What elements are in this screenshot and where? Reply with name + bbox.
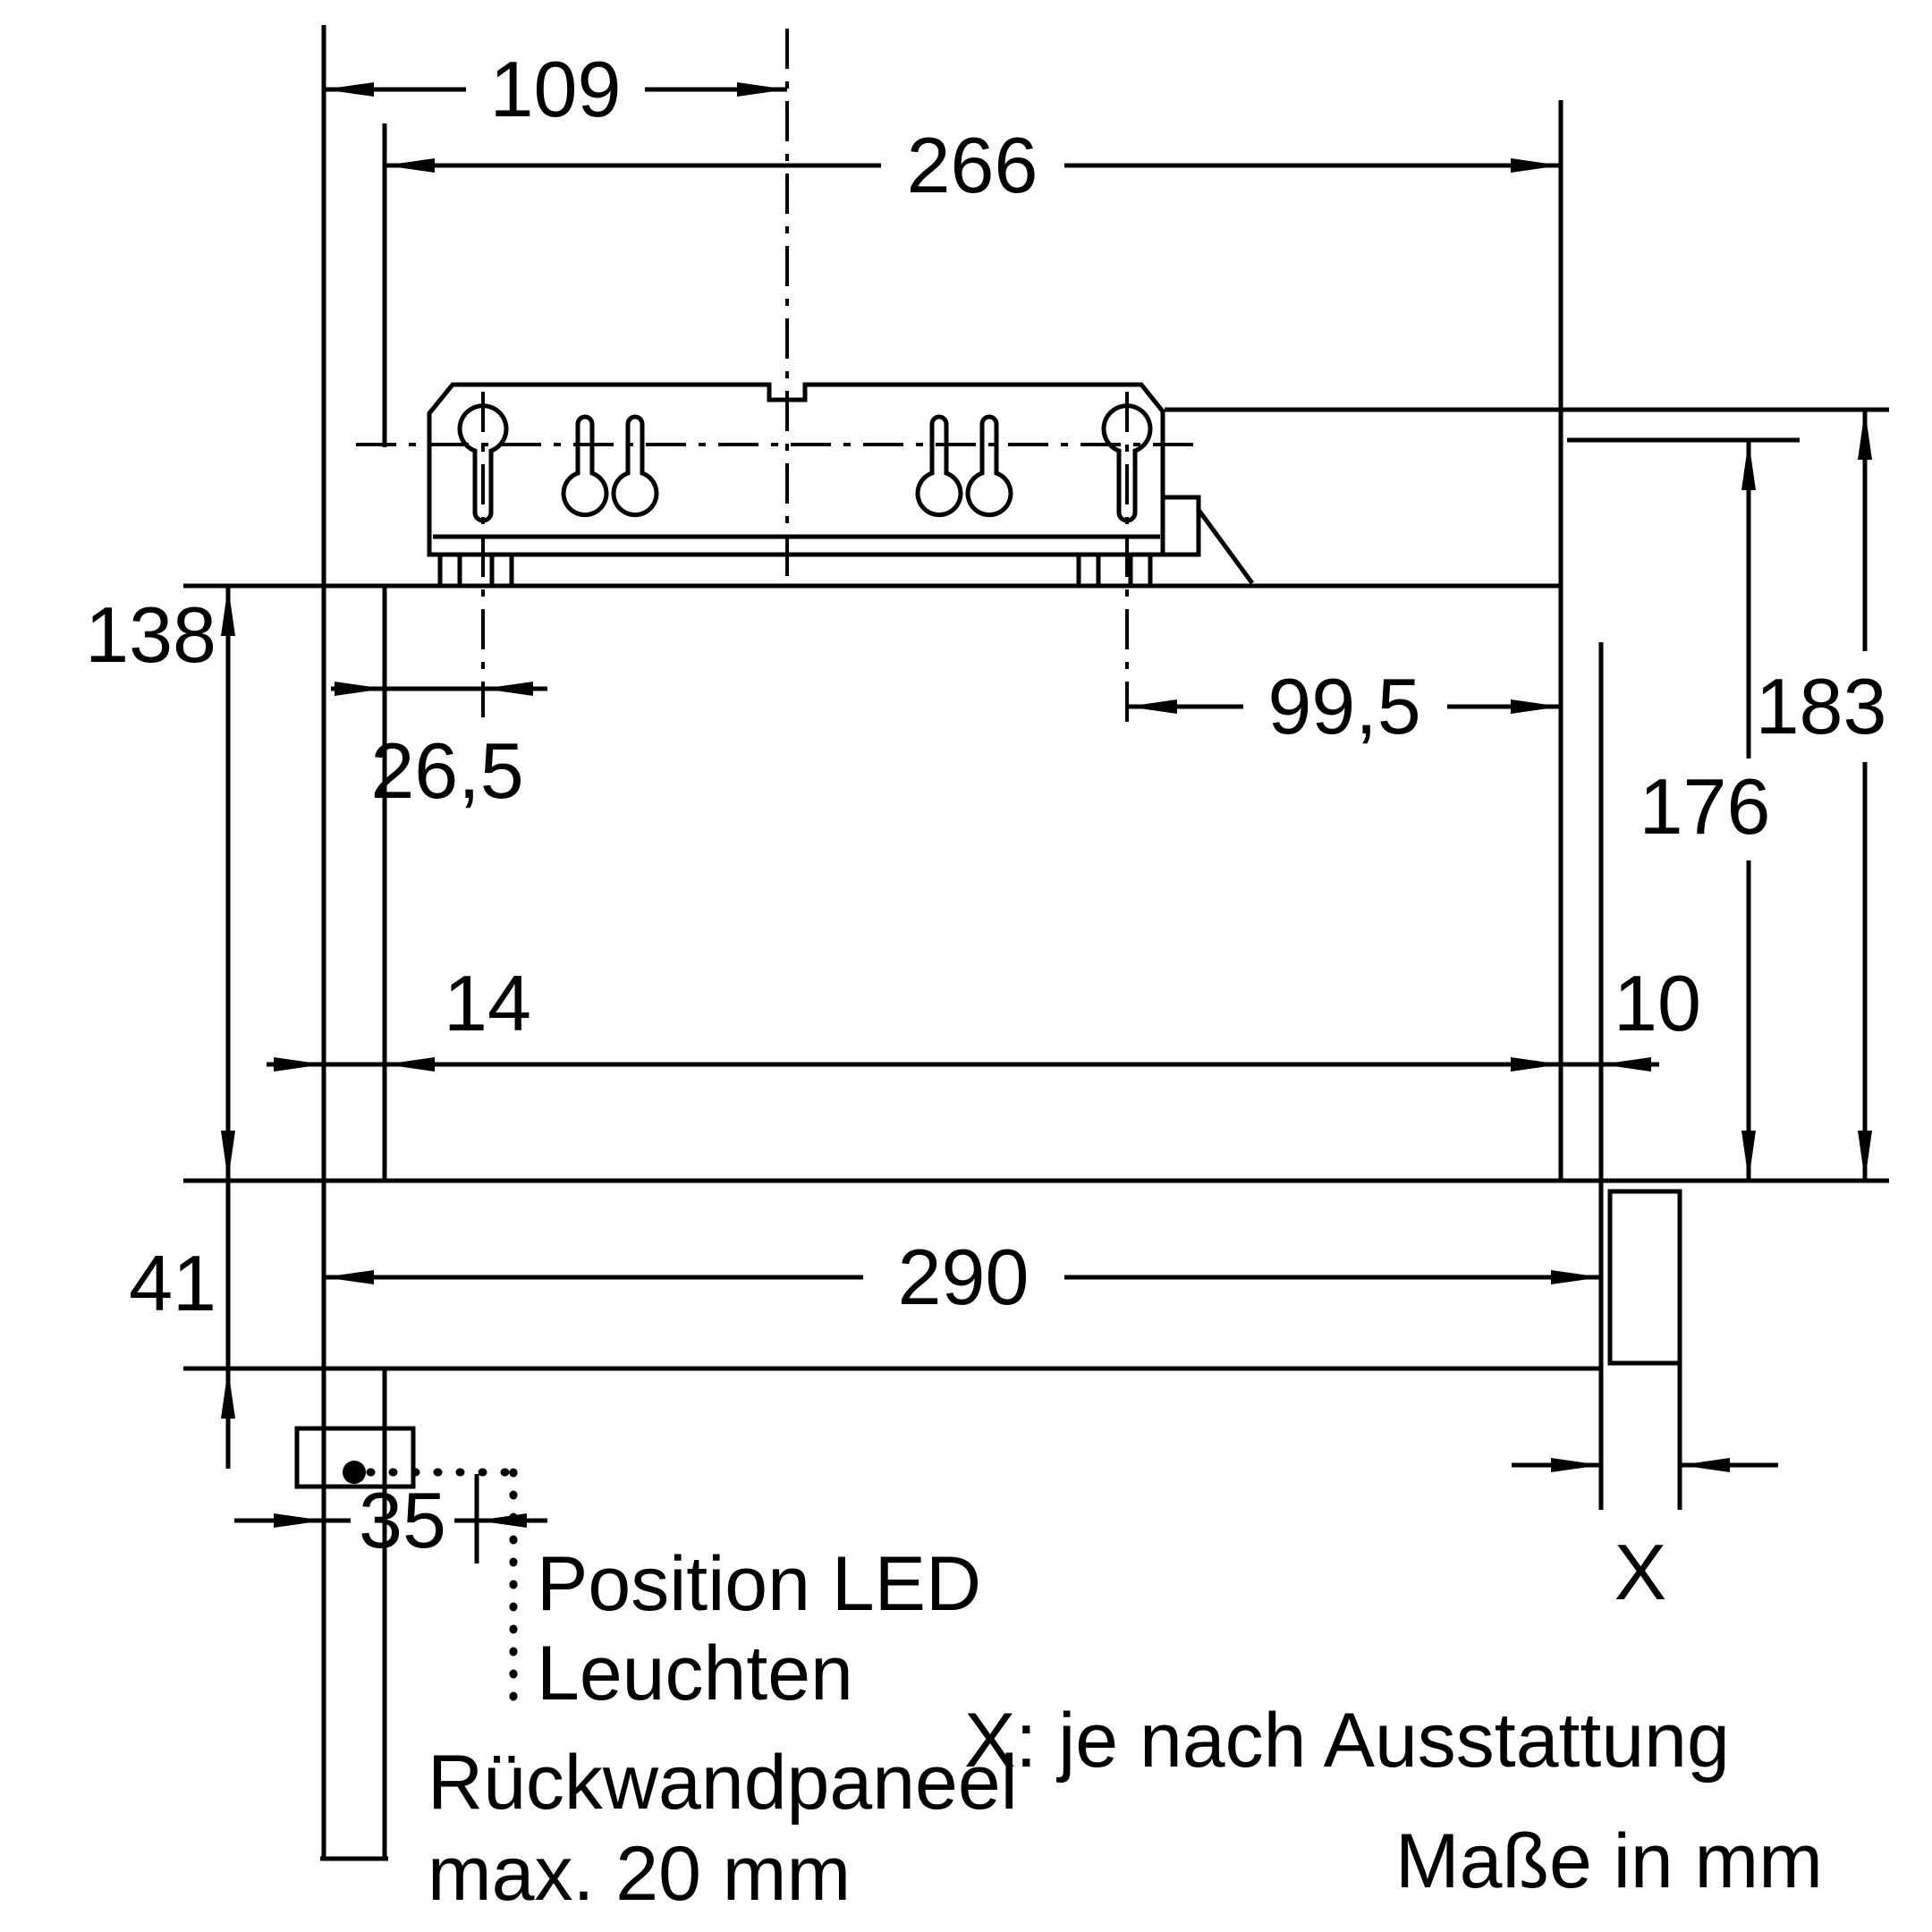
dim-value-10: 10 xyxy=(1614,959,1701,1047)
dim-176: 176 xyxy=(1640,440,1771,1181)
keyhole-icon xyxy=(561,414,609,518)
keyhole-icon xyxy=(457,403,509,523)
rear-panel-label-line2: max. 20 mm xyxy=(428,1831,851,1917)
dim-138: 138 xyxy=(85,586,235,1181)
mounting-bracket xyxy=(427,382,1255,589)
center-lines xyxy=(356,29,1206,732)
bracket-side-tab xyxy=(1160,495,1201,557)
x-module-box xyxy=(1607,1189,1682,1366)
dim-value-183: 183 xyxy=(1756,662,1887,750)
led-position xyxy=(294,1426,518,1709)
dim-41: 41 xyxy=(129,1181,235,1469)
dim-290: 290 xyxy=(324,1233,1601,1321)
dim-35: 35 xyxy=(234,1474,547,1564)
bracket-foot xyxy=(1076,552,1101,589)
rear-panel-label-line1: Rückwandpaneel xyxy=(428,1740,1018,1826)
led-label-line1: Position LED xyxy=(537,1541,981,1627)
bracket-foot xyxy=(489,552,514,589)
led-dot xyxy=(343,1461,366,1484)
bracket-outline xyxy=(427,382,1165,557)
keyhole-icon xyxy=(915,414,963,518)
bracket-foot xyxy=(1128,552,1153,589)
dim-99-5: 99,5 xyxy=(1127,662,1561,750)
dim-value-176: 176 xyxy=(1640,762,1771,851)
bracket-foot xyxy=(437,552,462,589)
dim-x: X xyxy=(1512,1458,1778,1616)
dim-183: 183 xyxy=(1756,410,1887,1181)
dim-266: 266 xyxy=(385,121,1561,209)
units-label: Maße in mm xyxy=(1395,1818,1823,1904)
dim-14-and-10: 14 10 xyxy=(267,959,1701,1072)
led-label-line2: Leuchten xyxy=(537,1631,853,1716)
dim-26-5: 26,5 xyxy=(331,682,547,815)
dim-value-35: 35 xyxy=(359,1476,446,1564)
dim-value-x: X xyxy=(1614,1528,1667,1616)
dim-value-290: 290 xyxy=(898,1233,1030,1321)
dim-109: 109 xyxy=(324,45,787,133)
keyhole-icon xyxy=(611,414,659,518)
dim-value-138: 138 xyxy=(85,590,216,679)
annotations: Position LED Leuchten X: je nach Ausstat… xyxy=(428,1541,1823,1917)
structure xyxy=(183,25,1889,1861)
dim-value-14: 14 xyxy=(444,959,531,1047)
bracket-tab-diagonal xyxy=(1196,508,1255,585)
x-note-label: X: je nach Ausstattung xyxy=(964,1698,1730,1784)
dim-value-26-5: 26,5 xyxy=(370,726,523,815)
dim-value-99-5: 99,5 xyxy=(1267,662,1420,750)
keyhole-icon xyxy=(965,414,1013,518)
dim-value-41: 41 xyxy=(129,1239,216,1327)
dim-value-109: 109 xyxy=(490,45,622,133)
led-module-outline xyxy=(294,1426,416,1489)
dim-value-266: 266 xyxy=(907,121,1038,209)
keyhole-icon xyxy=(1101,403,1153,523)
